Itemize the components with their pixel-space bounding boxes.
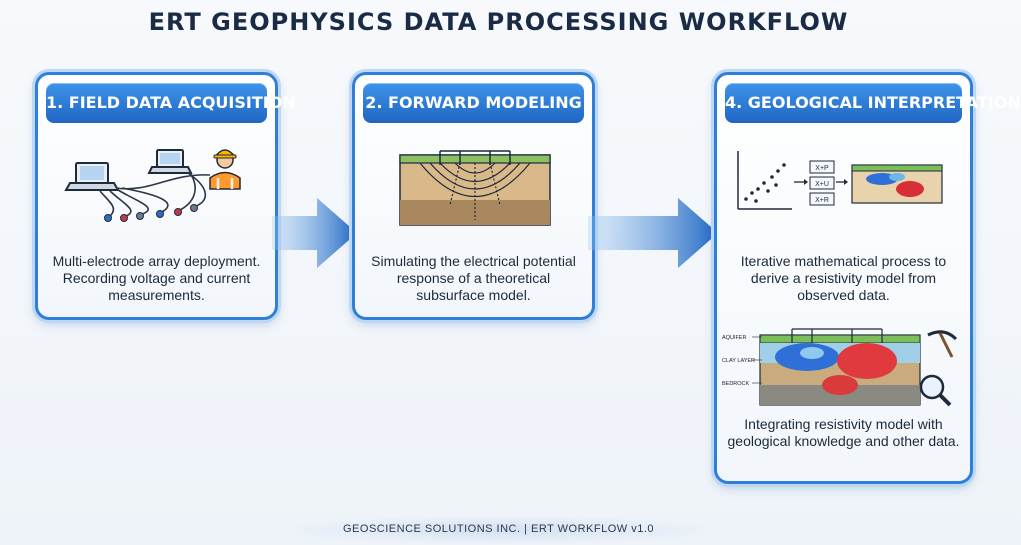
operator-label: X+R [815,197,829,204]
operator-label: X+P [815,165,829,172]
footer-text: GEOSCIENCE SOLUTIONS INC. | ERT WORKFLOW… [343,523,654,535]
step-description-field-acquisition: Multi-electrode array deployment. Record… [52,253,261,303]
field-worker-icon [209,149,241,190]
step-card-field-acquisition: 1. FIELD DATA ACQUISITION [35,72,296,320]
footer-band [270,515,730,545]
step-card-geological-interpretation: 4. GEOLOGICAL INTERPRETATION X+P X+U X+R [714,72,1021,484]
pickaxe-icon [927,330,958,358]
laptop-icon [147,149,193,174]
scatter-plot-icon [737,151,792,210]
forward-model-illustration [399,150,551,226]
step-description-inversion: Iterative mathematical process to derive… [740,253,947,303]
inversion-illustration: X+P X+U X+R [737,151,943,210]
step-description-interpretation: Integrating resistivity model with geolo… [727,416,960,449]
magnifier-icon [919,374,952,407]
step-header-forward-modeling: 2. FORWARD MODELING [363,83,584,123]
step-header-geological-interpretation: 4. GEOLOGICAL INTERPRETATION [725,83,1021,123]
arrow-right-icon [272,198,357,268]
step-description-forward-modeling: Simulating the electrical potential resp… [371,253,576,303]
layer-label-clay: CLAY LAYER [722,358,755,364]
laptop-icon [64,162,120,191]
operator-boxes: X+P X+U X+R [809,160,835,206]
layer-label-bedrock: BEDROCK [722,381,750,387]
step-header-field-acquisition: 1. FIELD DATA ACQUISITION [46,83,296,123]
operator-label: X+U [815,181,829,188]
layer-label-aquifer: AQUIFER [722,335,746,341]
step-card-forward-modeling: 2. FORWARD MODELING Simulating the elect… [352,72,595,320]
electrode-icons [104,204,198,222]
geological-section-illustration: AQUIFER CLAY LAYER BEDROCK [722,328,958,407]
resistivity-block-icon [851,164,943,204]
page-title: ERT GEOPHYSICS DATA PROCESSING WORKFLOW [148,8,849,36]
field-acquisition-illustration [64,149,241,222]
arrow-right-icon [588,198,718,268]
